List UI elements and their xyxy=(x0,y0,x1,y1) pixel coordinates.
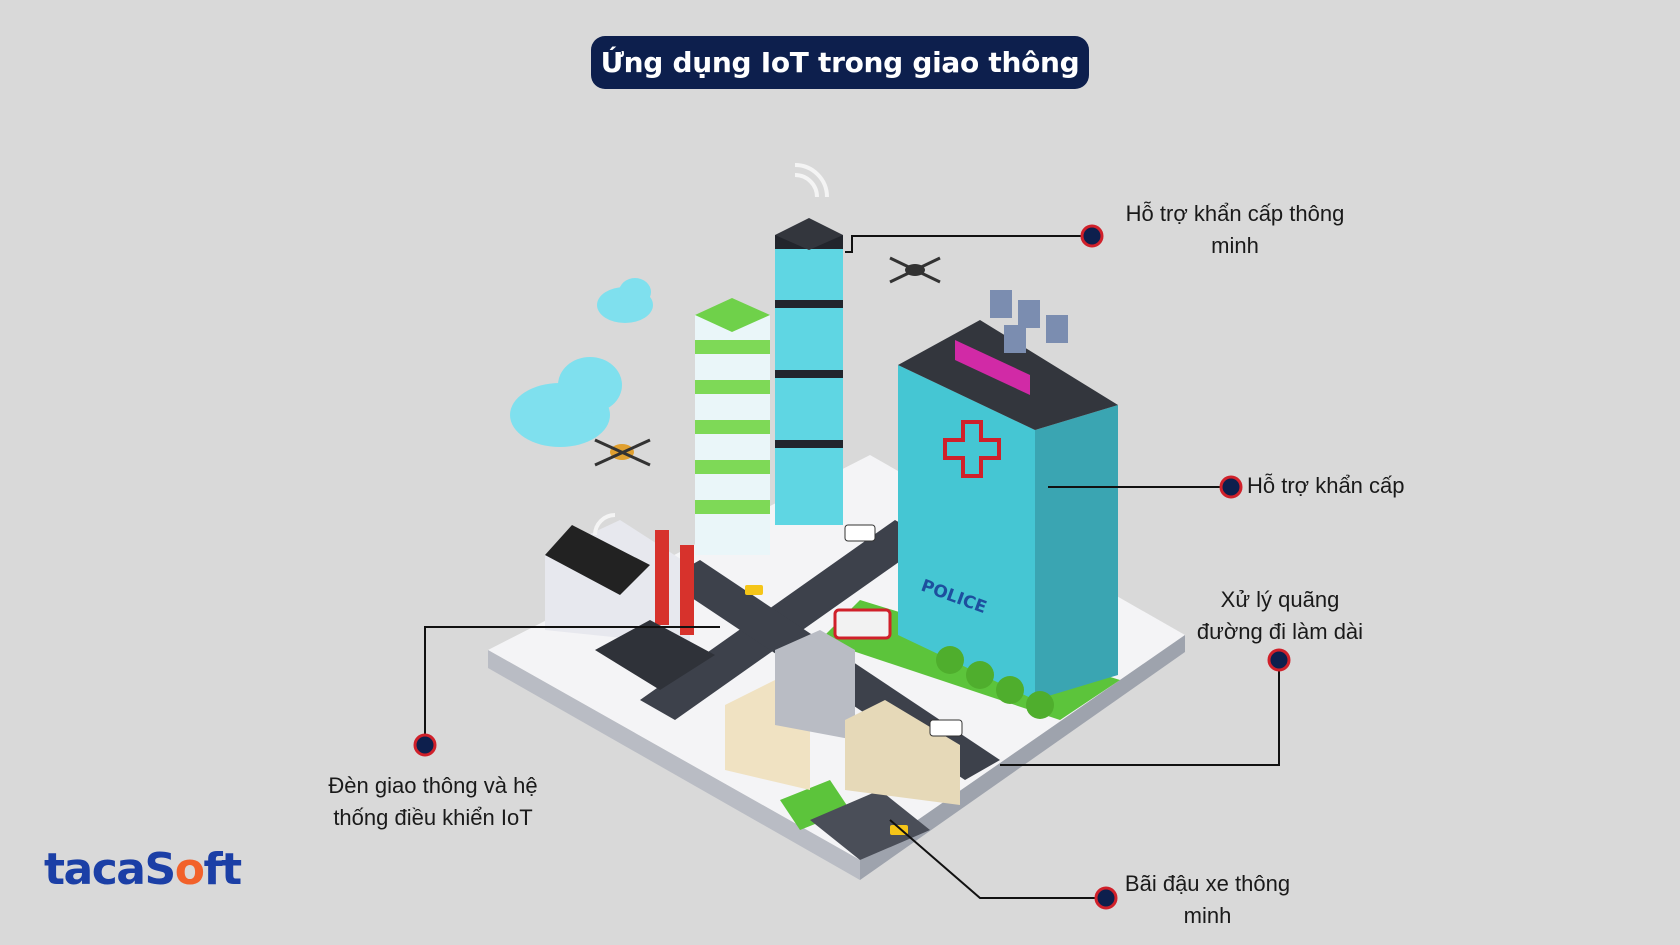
eco-building xyxy=(695,298,770,555)
parking-lot xyxy=(810,790,930,860)
office-buildings xyxy=(725,630,960,805)
callout-emergency: Hỗ trợ khẩn cấp xyxy=(1247,473,1405,498)
iot-tower xyxy=(775,218,843,525)
tacasoft-logo: tacaSoft xyxy=(44,848,242,892)
wifi-icon xyxy=(593,163,829,536)
roof-sign xyxy=(955,340,1030,395)
medical-cross-icon xyxy=(943,420,1001,478)
logo-text-4: ft xyxy=(203,844,242,895)
solar-panels xyxy=(990,290,1068,353)
marker-smart-emergency xyxy=(1080,224,1104,248)
drone-icon xyxy=(594,256,941,467)
factory xyxy=(545,520,715,690)
marker-long-route xyxy=(1267,648,1291,672)
platform-side-left xyxy=(488,650,860,880)
trees xyxy=(936,646,1054,719)
callout-long-route: Xử lý quãng đường đi làm dài xyxy=(1196,587,1364,644)
grass-patch xyxy=(780,780,850,830)
logo-text-3: o xyxy=(174,844,205,895)
line-smart-parking xyxy=(889,819,1106,899)
hospital-building-side xyxy=(1035,405,1118,700)
line-smart-emergency xyxy=(845,235,1092,253)
logo-text-1: taca xyxy=(44,844,146,895)
line-long-route xyxy=(1000,660,1280,766)
page-title: Ứng dụng IoT trong giao thông xyxy=(591,36,1089,89)
callout-smart-emergency: Hỗ trợ khẩn cấp thông minh xyxy=(1125,201,1345,258)
cloud-icon xyxy=(510,278,653,447)
callout-markers xyxy=(413,224,1291,910)
marker-emergency xyxy=(1219,475,1243,499)
platform-side-right xyxy=(860,635,1185,880)
callout-smart-parking: Bãi đậu xe thông minh xyxy=(1124,871,1291,928)
logo-text-2: S xyxy=(144,844,177,895)
line-traffic-lights xyxy=(424,626,720,745)
callout-lines xyxy=(424,235,1280,899)
callout-traffic-lights: Đèn giao thông và hệ thống điều khiển Io… xyxy=(328,773,538,830)
marker-traffic-lights xyxy=(413,733,437,757)
marker-smart-parking xyxy=(1094,886,1118,910)
